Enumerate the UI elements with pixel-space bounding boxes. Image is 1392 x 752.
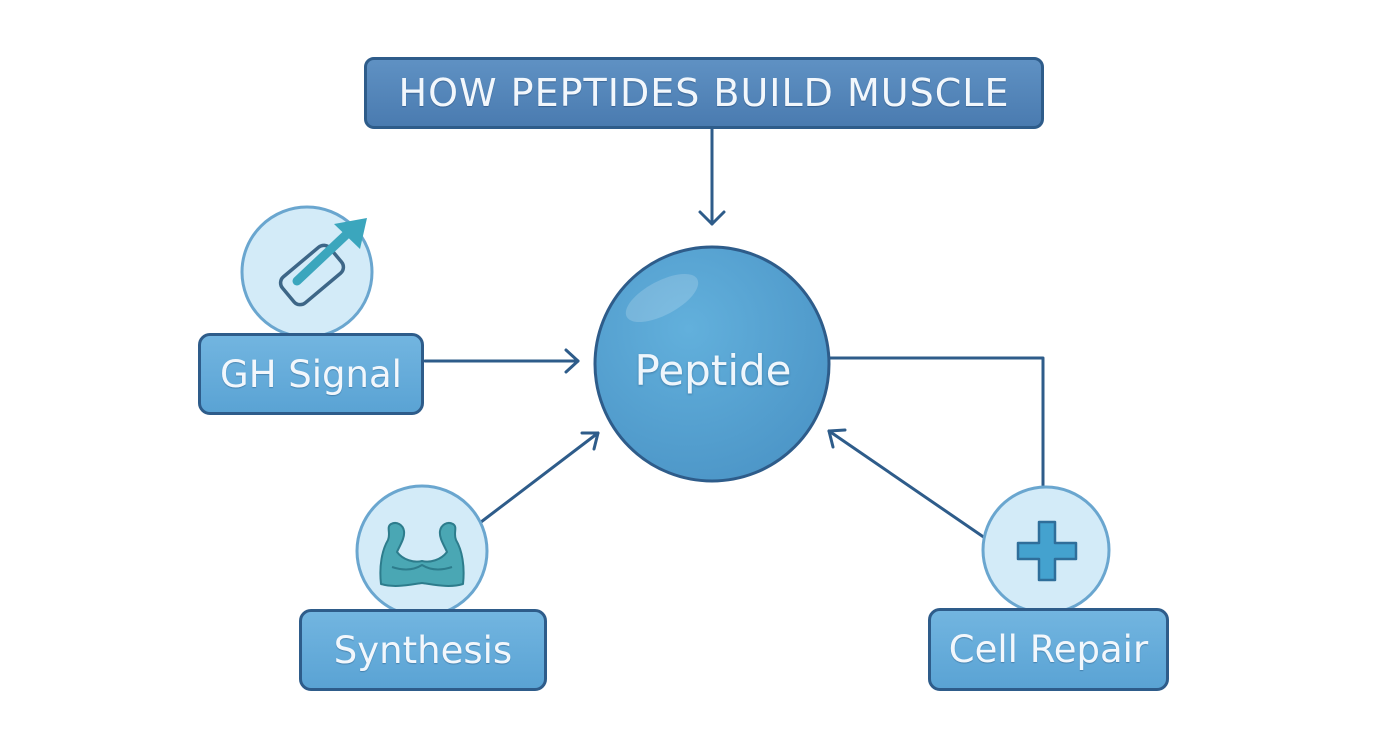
- diagram-title: HOW PEPTIDES BUILD MUSCLE: [364, 57, 1044, 129]
- synthesis-label: Synthesis: [299, 609, 547, 691]
- arrow-gh-signal-to-peptide: [423, 348, 580, 374]
- peptide-label: Peptide: [634, 345, 792, 395]
- plus-cross-icon: [1016, 520, 1078, 582]
- synthesis-icon-badge: [355, 484, 489, 618]
- cell-repair-label: Cell Repair: [928, 608, 1169, 691]
- cell-repair-icon-badge: [981, 485, 1111, 615]
- gh-signal-icon-badge: [240, 205, 374, 339]
- arrow-title-to-peptide: [698, 127, 726, 226]
- gh-signal-label: GH Signal: [198, 333, 424, 415]
- growth-arrow-icon: [278, 218, 367, 307]
- peptide-node: [593, 245, 831, 483]
- connector-peptide-to-cell-repair: [830, 356, 1045, 487]
- flexed-muscle-icon: [379, 521, 465, 587]
- arrow-cell-repair-to-peptide: [827, 428, 987, 540]
- arrow-synthesis-to-peptide: [479, 431, 600, 524]
